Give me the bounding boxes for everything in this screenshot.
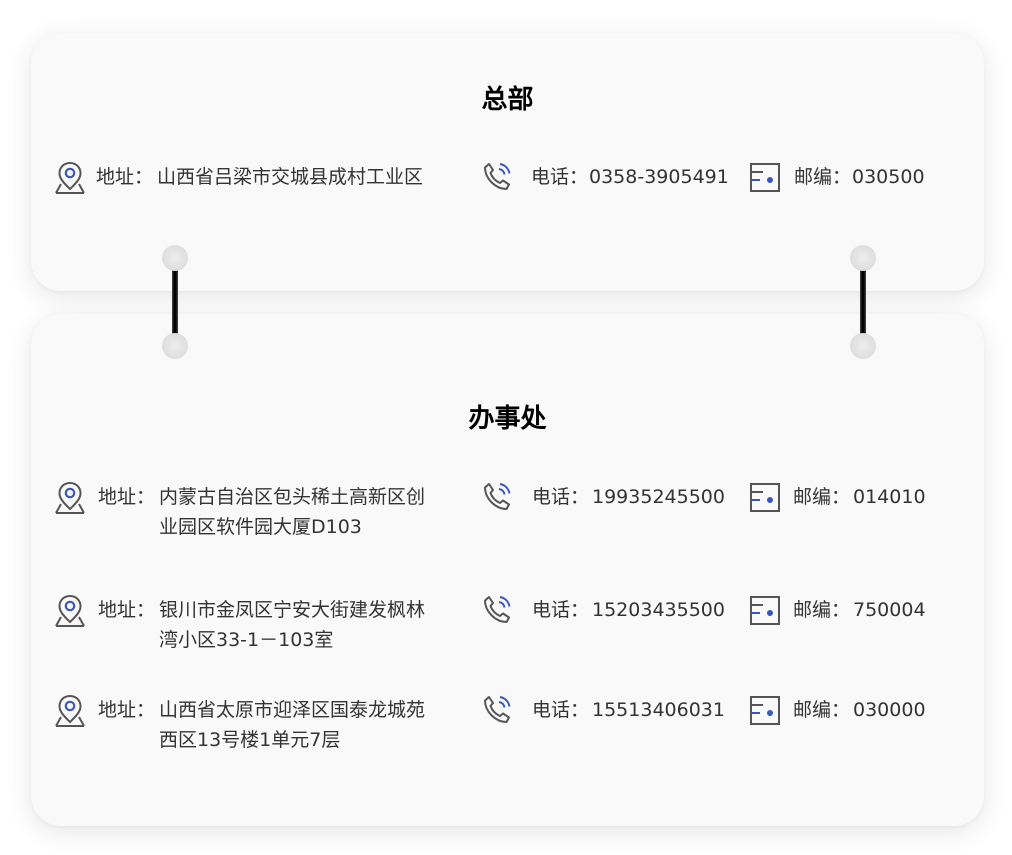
address-value: 银川市金凤区宁安大街建发枫林湾小区33-1－103室 bbox=[159, 599, 426, 651]
phone-value: 15513406031 bbox=[592, 699, 725, 721]
phone-icon bbox=[480, 593, 514, 627]
postcode-icon bbox=[748, 693, 782, 727]
phone-icon bbox=[480, 480, 514, 514]
postcode-label: 邮编： bbox=[793, 599, 851, 621]
headquarters-contact-row: 地址： 山西省吕梁市交城县成村工业区 电话： 0358-3905491 邮编： … bbox=[31, 160, 984, 224]
card-connector-left bbox=[162, 245, 188, 359]
office-contact-row: 地址： 内蒙古自治区包头稀土高新区创业园区软件园大厦D103 电话： 19935… bbox=[31, 480, 984, 544]
location-pin-icon bbox=[53, 693, 87, 727]
phone-label: 电话： bbox=[532, 486, 590, 508]
headquarters-title: 总部 bbox=[481, 85, 534, 115]
connector-knob bbox=[162, 333, 188, 359]
address-label: 地址： bbox=[96, 166, 154, 188]
location-pin-icon bbox=[53, 160, 87, 194]
phone-value: 19935245500 bbox=[592, 486, 725, 508]
address-value: 内蒙古自治区包头稀土高新区创业园区软件园大厦D103 bbox=[159, 486, 426, 538]
address-label: 地址： bbox=[98, 599, 156, 621]
phone-value: 0358-3905491 bbox=[589, 166, 729, 188]
phone-value: 15203435500 bbox=[592, 599, 725, 621]
connector-rod bbox=[172, 255, 178, 349]
office-contact-row: 地址： 山西省太原市迎泽区国泰龙城苑西区13号楼1单元7层 电话： 155134… bbox=[31, 693, 984, 757]
postcode-icon bbox=[748, 480, 782, 514]
postcode-icon bbox=[748, 160, 782, 194]
postcode-label: 邮编： bbox=[794, 166, 852, 188]
postcode-label: 邮编： bbox=[793, 699, 851, 721]
offices-title: 办事处 bbox=[468, 404, 547, 434]
phone-icon bbox=[480, 160, 514, 194]
phone-icon bbox=[480, 693, 514, 727]
phone-label: 电话： bbox=[532, 599, 590, 621]
postcode-value: 750004 bbox=[853, 599, 926, 621]
postcode-value: 014010 bbox=[853, 486, 926, 508]
address-value: 山西省吕梁市交城县成村工业区 bbox=[157, 166, 424, 188]
phone-label: 电话： bbox=[531, 166, 589, 188]
address-label: 地址： bbox=[98, 486, 156, 508]
phone-label: 电话： bbox=[532, 699, 590, 721]
location-pin-icon bbox=[53, 480, 87, 514]
postcode-label: 邮编： bbox=[793, 486, 851, 508]
postcode-value: 030500 bbox=[852, 166, 925, 188]
postcode-value: 030000 bbox=[853, 699, 926, 721]
offices-card: 办事处 地址： 内蒙古自治区包头稀土高新区创业园区软件园大厦D103 电话： 1… bbox=[31, 314, 984, 826]
connector-knob bbox=[850, 245, 876, 271]
address-label: 地址： bbox=[98, 699, 156, 721]
connector-rod bbox=[860, 255, 866, 349]
card-connector-right bbox=[850, 245, 876, 359]
connector-knob bbox=[850, 333, 876, 359]
office-contact-row: 地址： 银川市金凤区宁安大街建发枫林湾小区33-1－103室 电话： 15203… bbox=[31, 593, 984, 657]
location-pin-icon bbox=[53, 593, 87, 627]
headquarters-card: 总部 地址： 山西省吕梁市交城县成村工业区 电话： 0358-3905491 邮… bbox=[31, 33, 984, 291]
connector-knob bbox=[162, 245, 188, 271]
address-value: 山西省太原市迎泽区国泰龙城苑西区13号楼1单元7层 bbox=[159, 699, 426, 751]
postcode-icon bbox=[748, 593, 782, 627]
